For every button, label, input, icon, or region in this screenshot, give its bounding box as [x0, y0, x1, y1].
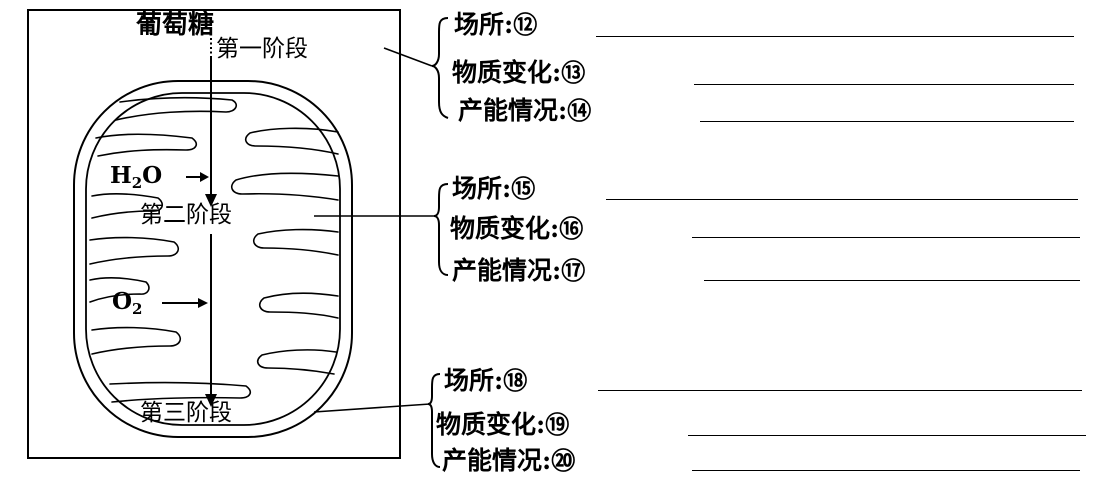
- outer-frame: [27, 9, 401, 459]
- answer-blank-18[interactable]: [598, 390, 1082, 391]
- arrowhead: [205, 394, 217, 407]
- answer-number: ⑮: [511, 175, 536, 203]
- stage-three-label: 第三阶段: [140, 400, 232, 426]
- stage1-energy-output-label: 产能情况:⑭: [458, 96, 592, 125]
- crista: [89, 277, 150, 303]
- inner-membrane: [85, 92, 341, 426]
- stage2-location-label: 场所:⑮: [452, 174, 536, 203]
- answer-blank-19[interactable]: [688, 435, 1086, 436]
- crista: [91, 193, 164, 219]
- arrowhead: [200, 172, 209, 182]
- outer-membrane: [73, 80, 353, 438]
- crista: [230, 172, 339, 201]
- bracket-stage3: [427, 373, 441, 468]
- crista: [256, 349, 337, 375]
- answer-number: ⑲: [545, 411, 570, 439]
- stage2-substance-change-label: 物质变化:⑯: [450, 214, 584, 243]
- answer-blank-16[interactable]: [692, 237, 1080, 238]
- stage3-energy-output-label: 产能情况:⑳: [442, 446, 576, 475]
- cristae: [89, 97, 339, 403]
- connectors: [313, 47, 434, 413]
- answer-number: ⑯: [559, 215, 584, 243]
- crista: [109, 381, 252, 403]
- stage1-location-label: 场所:⑫: [454, 10, 538, 39]
- brackets: [427, 17, 449, 468]
- answer-number: ⑬: [561, 59, 586, 87]
- answer-blank-13[interactable]: [694, 84, 1074, 85]
- connector-stage3: [313, 403, 431, 413]
- answer-number: ⑳: [551, 447, 576, 475]
- crista: [244, 127, 339, 155]
- answer-blank-14[interactable]: [700, 121, 1074, 122]
- answer-blank-15[interactable]: [606, 199, 1078, 200]
- crista: [95, 133, 198, 157]
- answer-number: ⑰: [561, 257, 586, 285]
- answer-blank-17[interactable]: [704, 280, 1080, 281]
- stage1-substance-change-label: 物质变化:⑬: [452, 58, 586, 87]
- answer-blank-12[interactable]: [596, 36, 1074, 37]
- stage-one-label: 第一阶段: [216, 36, 308, 62]
- bracket-stage1: [431, 17, 449, 119]
- connector-stage1: [383, 47, 433, 67]
- glucose-label: 葡萄糖: [136, 10, 215, 40]
- stage-two-label: 第二阶段: [140, 202, 232, 228]
- crista: [89, 236, 180, 265]
- arrowhead: [198, 298, 208, 308]
- crista: [258, 292, 339, 319]
- h2o-label: H2O: [110, 162, 163, 192]
- stage2-energy-output-label: 产能情况:⑰: [452, 256, 586, 285]
- answer-number: ⑭: [567, 97, 592, 125]
- process-arrows: [162, 38, 217, 407]
- stage3-substance-change-label: 物质变化:⑲: [436, 410, 570, 439]
- bracket-stage2: [433, 183, 449, 276]
- o2-label: O2: [112, 288, 143, 318]
- crista: [115, 97, 238, 121]
- stage3-location-label: 场所:⑱: [444, 366, 528, 395]
- crista: [252, 228, 339, 256]
- arrowhead: [205, 194, 217, 207]
- answer-blank-20[interactable]: [692, 470, 1080, 471]
- crista: [91, 326, 182, 355]
- answer-number: ⑱: [503, 367, 528, 395]
- answer-number: ⑫: [513, 11, 538, 39]
